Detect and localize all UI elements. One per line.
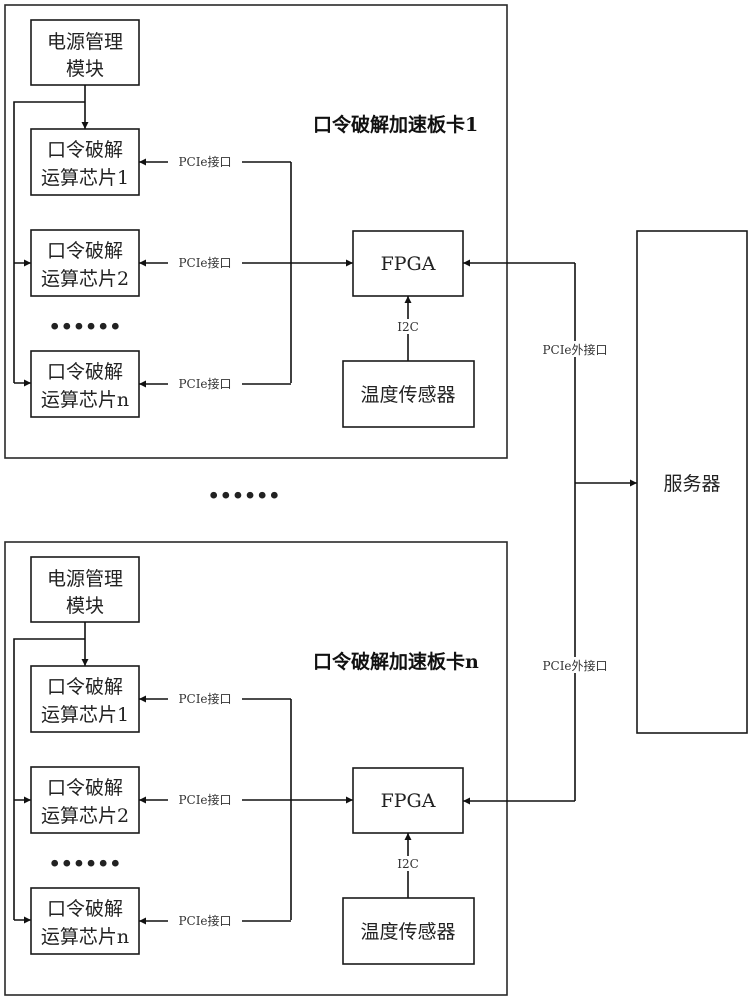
board-title: 口令破解加速板卡n — [313, 650, 479, 673]
i2c-label: I2C — [397, 320, 419, 334]
power-module-label-line1: 电源管理 — [47, 31, 123, 53]
fpga-node: FPGA — [352, 767, 464, 834]
chip-box — [30, 887, 140, 955]
accelerator-board-1: 口令破解加速板卡1电源管理模块口令破解运算芯片1PCIe接口口令破解运算芯片2P… — [4, 4, 508, 459]
pcie-link-label: PCIe接口 — [178, 913, 231, 928]
sensor-box — [342, 897, 475, 965]
power-module-box — [30, 556, 140, 623]
chip-box — [30, 350, 140, 418]
power-module-label-line2: 模块 — [66, 58, 104, 80]
chip-box — [30, 128, 140, 196]
chip-label-line1: 口令破解 — [47, 361, 123, 383]
external-link-label-1: PCIe外接口 — [542, 342, 607, 357]
temperature-sensor: 温度传感器 — [342, 360, 475, 428]
pcie-link-label: PCIe接口 — [178, 255, 231, 270]
accelerator-board-n: 口令破解加速板卡n电源管理模块口令破解运算芯片1PCIe接口口令破解运算芯片2P… — [4, 541, 508, 996]
power-bus-line — [13, 638, 85, 920]
chip-label-line1: 口令破解 — [47, 676, 123, 698]
chip-label-line1: 口令破解 — [47, 777, 123, 799]
chip-label-line2: 运算芯片n — [41, 389, 129, 411]
chip-label-line2: 运算芯片1 — [41, 704, 129, 726]
chip-label-line2: 运算芯片2 — [41, 805, 129, 827]
board-title: 口令破解加速板卡1 — [313, 113, 478, 136]
server-box — [636, 230, 748, 734]
pcie-link-label: PCIe接口 — [178, 376, 231, 391]
i2c-label: I2C — [397, 857, 419, 871]
board-frame — [4, 541, 508, 996]
chip-label-line1: 口令破解 — [47, 240, 123, 262]
fpga-node: FPGA — [352, 230, 464, 297]
fpga-label: FPGA — [381, 790, 436, 812]
board-ellipsis: •••••• — [208, 485, 281, 507]
chip-label-line2: 运算芯片2 — [41, 268, 129, 290]
server-node: 服务器 — [636, 230, 748, 734]
server-label: 服务器 — [663, 473, 720, 495]
fpga-box — [352, 767, 464, 834]
chip-label-line1: 口令破解 — [47, 139, 123, 161]
temperature-sensor: 温度传感器 — [342, 897, 475, 965]
pcie-link-label: PCIe接口 — [178, 154, 231, 169]
sensor-label: 温度传感器 — [360, 921, 455, 943]
pcie-link-label: PCIe接口 — [178, 792, 231, 807]
board-frame — [4, 4, 508, 459]
fpga-label: FPGA — [381, 253, 436, 275]
chip-label-line1: 口令破解 — [47, 898, 123, 920]
power-module-label-line2: 模块 — [66, 595, 104, 617]
fpga-box — [352, 230, 464, 297]
external-pcie-bus: PCIe外接口 PCIe外接口 — [463, 259, 637, 805]
chip-box — [30, 665, 140, 733]
chip-label-line2: 运算芯片n — [41, 926, 129, 948]
power-module-label-line1: 电源管理 — [47, 568, 123, 590]
chip-ellipsis: •••••• — [49, 316, 122, 338]
external-link-label-n: PCIe外接口 — [542, 658, 607, 673]
chip-ellipsis: •••••• — [49, 853, 122, 875]
pcie-link-label: PCIe接口 — [178, 691, 231, 706]
chip-label-line2: 运算芯片1 — [41, 167, 129, 189]
sensor-label: 温度传感器 — [360, 384, 455, 406]
sensor-box — [342, 360, 475, 428]
power-bus-line — [13, 101, 85, 383]
